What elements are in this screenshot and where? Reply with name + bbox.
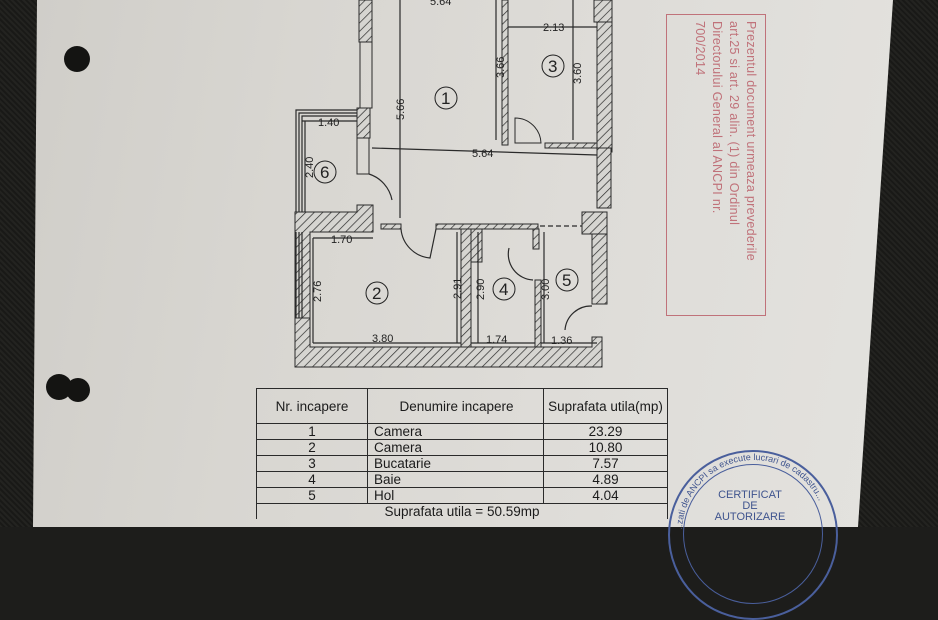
- svg-text:5.66: 5.66: [395, 99, 407, 120]
- cell-nr: 5: [256, 487, 368, 504]
- cell-nr: 1: [256, 423, 368, 440]
- seal-arc-text: ...zati de ANCPI sa execute lucrari de c…: [674, 452, 826, 530]
- seal-line: CERTIFICAT: [718, 489, 782, 501]
- red-stamp-line: Prezentul document urmeaza prevederile: [744, 21, 758, 261]
- table-total-row: Suprafata utila = 50.59mp: [256, 503, 668, 519]
- svg-text:2.76: 2.76: [312, 281, 324, 302]
- cell-name: Hol: [367, 487, 544, 504]
- svg-text:2.90: 2.90: [475, 279, 487, 300]
- svg-text:2.91: 2.91: [452, 278, 464, 299]
- red-stamp-line: 700/2014: [693, 21, 707, 76]
- svg-text:6: 6: [320, 163, 329, 182]
- punch-hole-top: [64, 46, 90, 72]
- svg-text:2.13: 2.13: [543, 22, 564, 34]
- svg-text:1.74: 1.74: [486, 334, 507, 346]
- table-row: 1 Camera 23.29: [256, 423, 668, 440]
- red-stamp-line: art.25 si art. 29 alin. (1) din Ordinul: [727, 21, 741, 226]
- floor-plan: 5.64 2.13 3.66 3.60 5.66 5.64 1.40 2.40 …: [294, 0, 613, 368]
- header-name: Denumire incapere: [367, 388, 544, 424]
- cell-area: 4.04: [543, 487, 668, 504]
- table-row: 3 Bucatarie 7.57: [256, 455, 668, 472]
- svg-text:3.00: 3.00: [540, 279, 552, 300]
- red-stamp-line: Directorului General al ANCPI nr.: [710, 21, 724, 214]
- table-row: 5 Hol 4.04: [256, 487, 668, 504]
- svg-text:1.36: 1.36: [551, 335, 572, 347]
- seal-line: AUTORIZARE: [714, 511, 786, 523]
- svg-text:5: 5: [562, 271, 571, 290]
- svg-text:3: 3: [548, 57, 557, 76]
- header-area: Suprafata utila(mp): [543, 388, 668, 424]
- svg-text:3.80: 3.80: [372, 333, 393, 345]
- total-area: Suprafata utila = 50.59mp: [256, 503, 668, 519]
- svg-text:3.60: 3.60: [572, 63, 584, 84]
- cell-name: Bucatarie: [367, 455, 544, 472]
- svg-text:1.40: 1.40: [318, 117, 339, 129]
- table-row: 2 Camera 10.80: [256, 439, 668, 456]
- svg-text:1: 1: [441, 89, 450, 108]
- cell-name: Camera: [367, 423, 544, 440]
- cell-nr: 4: [256, 471, 368, 488]
- svg-text:5.64: 5.64: [430, 0, 451, 8]
- cell-area: 10.80: [543, 439, 668, 456]
- punch-hole-bottom-2: [66, 378, 90, 402]
- cell-area: 23.29: [543, 423, 668, 440]
- svg-text:3.66: 3.66: [495, 57, 507, 78]
- seal-center-text: CERTIFICAT DE AUTORIZARE: [690, 490, 810, 523]
- seal-line: DE: [742, 500, 758, 512]
- table-row: 4 Baie 4.89: [256, 471, 668, 488]
- rooms-table: Nr. incapere Denumire incapere Suprafata…: [256, 388, 668, 519]
- header-nr: Nr. incapere: [256, 388, 368, 424]
- table-header-row: Nr. incapere Denumire incapere Suprafata…: [256, 388, 668, 424]
- cell-area: 7.57: [543, 455, 668, 472]
- cell-name: Camera: [367, 439, 544, 456]
- svg-text:1.70: 1.70: [331, 234, 352, 246]
- cell-name: Baie: [367, 471, 544, 488]
- cell-area: 4.89: [543, 471, 668, 488]
- red-stamp: Prezentul document urmeaza prevederile a…: [666, 14, 766, 316]
- cell-nr: 2: [256, 439, 368, 456]
- svg-text:2.40: 2.40: [304, 157, 316, 178]
- svg-text:2: 2: [372, 284, 381, 303]
- svg-text:4: 4: [499, 280, 508, 299]
- cell-nr: 3: [256, 455, 368, 472]
- svg-text:5.64: 5.64: [472, 148, 493, 160]
